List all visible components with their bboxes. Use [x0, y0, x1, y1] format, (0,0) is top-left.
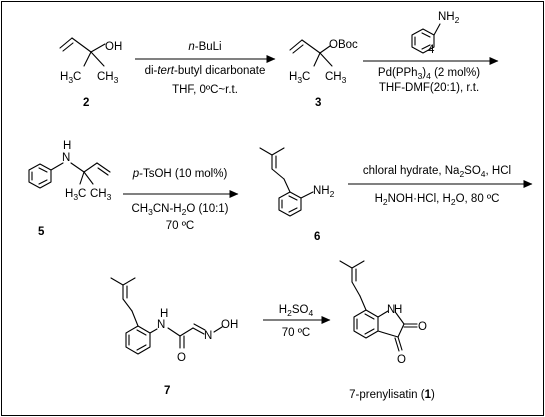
atom-nh2-aniline: NH2 [438, 11, 460, 25]
step3-temperature: 70 ºC [166, 220, 195, 232]
atom-o-product-1: O [418, 321, 427, 333]
compound-label-5: 5 [38, 226, 45, 238]
atom-ch3-c3: CH3 [325, 71, 347, 85]
step5-reagent: H2SO4 [279, 304, 314, 318]
step5-temperature: 70 ºC [282, 327, 311, 339]
product-name: 7-prenylisatin (1) [349, 389, 435, 401]
atom-o-product-2: O [397, 354, 406, 366]
atom-ch3-c5: CH3 [90, 188, 112, 202]
compound-label-3: 3 [315, 97, 321, 109]
step1-conditions: THF, 0ºC~r.t. [172, 84, 238, 96]
compound-label-2: 2 [83, 97, 89, 109]
step2-catalyst: Pd(PPh3)4 (2 mol%) [378, 67, 480, 81]
step4-reagents: chloral hydrate, Na2SO4, HCl [363, 165, 511, 179]
compound-6-structure [259, 147, 314, 217]
compound-5-structure [28, 162, 111, 189]
atom-h3c-c2: H3C [60, 71, 81, 85]
atom-h-c7: H [160, 308, 168, 320]
step4-reagents-2: H2NOH·HCl, H2O, 80 ºC [375, 193, 500, 207]
compound-label-7: 7 [164, 385, 170, 397]
atom-oh-c2: OH [105, 41, 122, 53]
compound-label-6: 6 [314, 231, 320, 243]
compound-2-structure [59, 37, 106, 67]
step3-solvent: CH3CN-H2O (10:1) [131, 203, 228, 217]
aniline-structure [411, 23, 441, 54]
atom-h-c5: H [63, 140, 71, 152]
step2-reagent-number: 4 [428, 44, 435, 56]
atom-o-c7: O [177, 352, 186, 364]
step1-reagent: n-BuLi [188, 41, 221, 53]
atom-n-product: N [387, 304, 395, 316]
atom-h3c-c5: H3C [65, 188, 86, 202]
atom-oboc: OBoc [329, 39, 358, 51]
compound-7-structure [110, 277, 223, 355]
atom-oh-oxime: OH [221, 319, 238, 331]
atom-nh2-c6: NH2 [313, 185, 335, 199]
atom-h3c-c3: H3C [289, 71, 310, 85]
compound-3-structure [289, 39, 333, 67]
atom-h-product: H [394, 304, 402, 316]
step1-reagent-2: di-tert-butyl dicarbonate [145, 65, 266, 77]
atom-n-c7: N [157, 319, 165, 331]
atom-n-c5: N [62, 152, 70, 164]
product-1-structure [339, 260, 418, 352]
atom-ch3-c2: CH3 [97, 71, 119, 85]
step2-conditions: THF-DMF(20:1), r.t. [379, 82, 479, 94]
atom-n-oxime: N [204, 330, 212, 342]
step3-reagent: p-TsOH (10 mol%) [132, 168, 228, 180]
